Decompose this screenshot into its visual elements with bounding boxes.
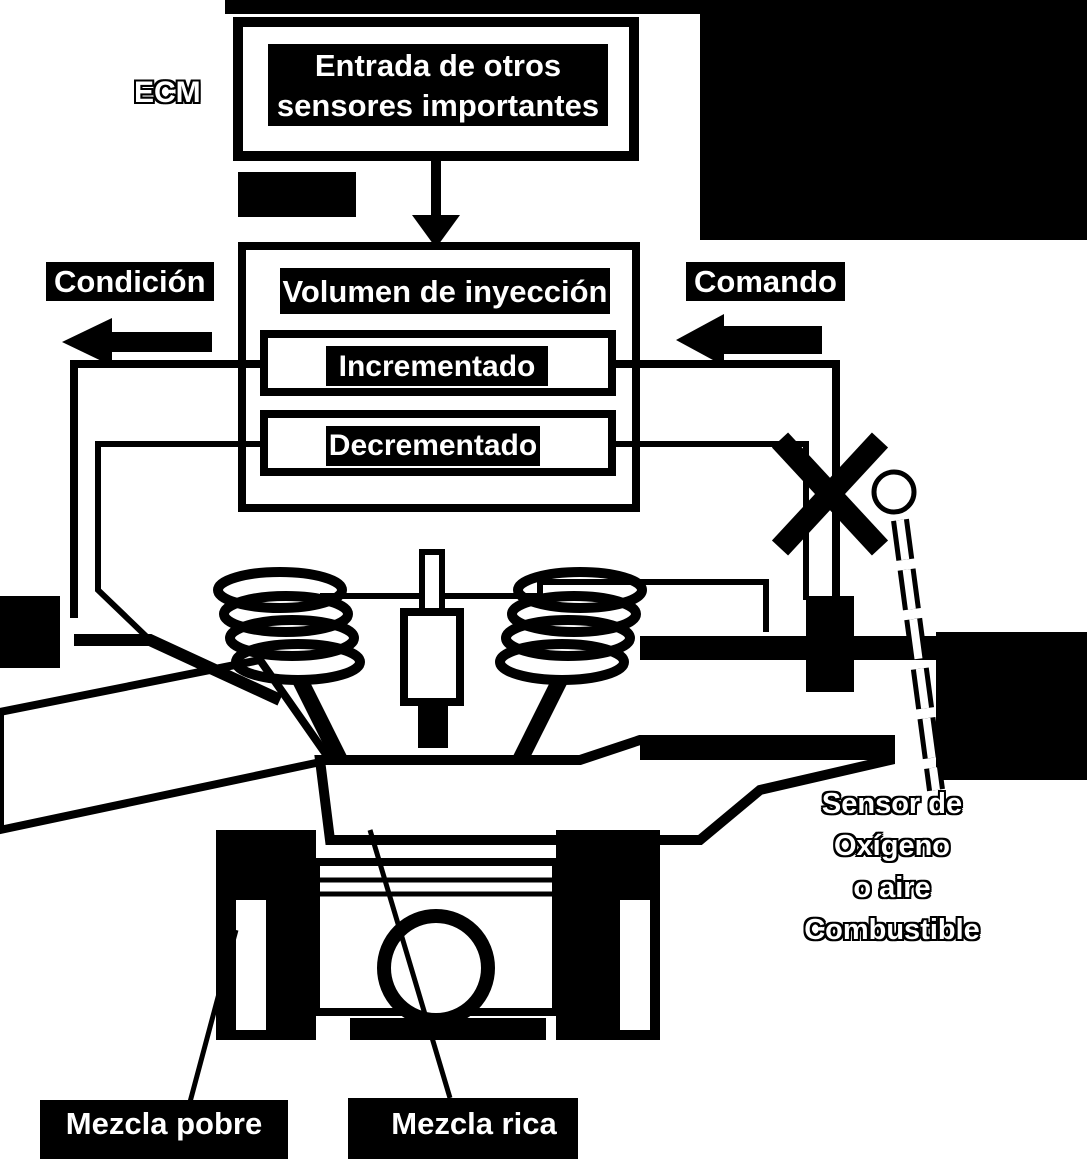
rich-mixture-label: Mezcla rica [391, 1106, 557, 1141]
ecm-label: ECM [134, 76, 201, 109]
x-mark-b [771, 432, 889, 556]
left-valve-spring [213, 567, 365, 685]
command-label: Comando [686, 262, 845, 301]
injection-volume-title: Volumen de inyección [282, 274, 608, 309]
sensor-body [806, 596, 854, 692]
increased-label: Incrementado [338, 350, 536, 383]
ecm-input-inner [268, 44, 608, 126]
sensor-label-line2: Oxígeno [833, 830, 950, 862]
sensor-probe-core [896, 519, 940, 791]
lean-leader [187, 929, 239, 1103]
sensor-label-line3: o aire [853, 872, 931, 904]
rich-label-bar [348, 1098, 578, 1159]
increased-wire-left [70, 360, 264, 618]
ecm-input-line2: sensores importantes [276, 88, 600, 123]
command-arrow-head [676, 314, 724, 366]
condition-label: Condición [46, 262, 214, 301]
intake-runner-outline [0, 655, 337, 835]
rich-leader [367, 829, 453, 1099]
cylinder-left-inner [236, 900, 266, 1030]
right-far-block [936, 632, 1087, 780]
cylinder-right-inner [620, 900, 650, 1030]
spark-plug-body [400, 608, 464, 706]
top-right-black-block [700, 0, 1087, 240]
left-black-chunk [0, 596, 60, 668]
decreased-wire-right [612, 441, 809, 600]
rocker-line [320, 579, 769, 632]
spark-plug-base [418, 702, 448, 748]
command-arrow-shaft [720, 326, 822, 354]
injector [74, 634, 283, 706]
input-arrow-head [412, 215, 460, 248]
spark-plug-top [419, 549, 445, 615]
sensor-label-line1: Sensor de [821, 788, 963, 820]
right-valve-spring [495, 567, 647, 685]
mid-left-black-block [238, 172, 356, 217]
lean-label-bar [40, 1100, 288, 1159]
increased-inner [326, 346, 548, 386]
lean-mixture-label: Mezcla pobre [65, 1106, 263, 1141]
decreased-wire-left [95, 441, 264, 643]
increased-wire-right [612, 360, 840, 600]
condition-arrow-shaft [110, 332, 212, 352]
decreased-inner [326, 426, 540, 466]
head-right-block [640, 742, 890, 760]
connecting-rod [350, 1018, 546, 1040]
decreased-label: Decrementado [328, 429, 538, 462]
condition-arrow-head [62, 318, 112, 366]
sensor-label-line4: Combustible [804, 914, 980, 946]
sensor-bulb [871, 469, 917, 515]
top-bar [225, 0, 865, 14]
injection-title-bar [280, 268, 610, 314]
ecm-input-line1: Entrada de otros [314, 48, 562, 83]
